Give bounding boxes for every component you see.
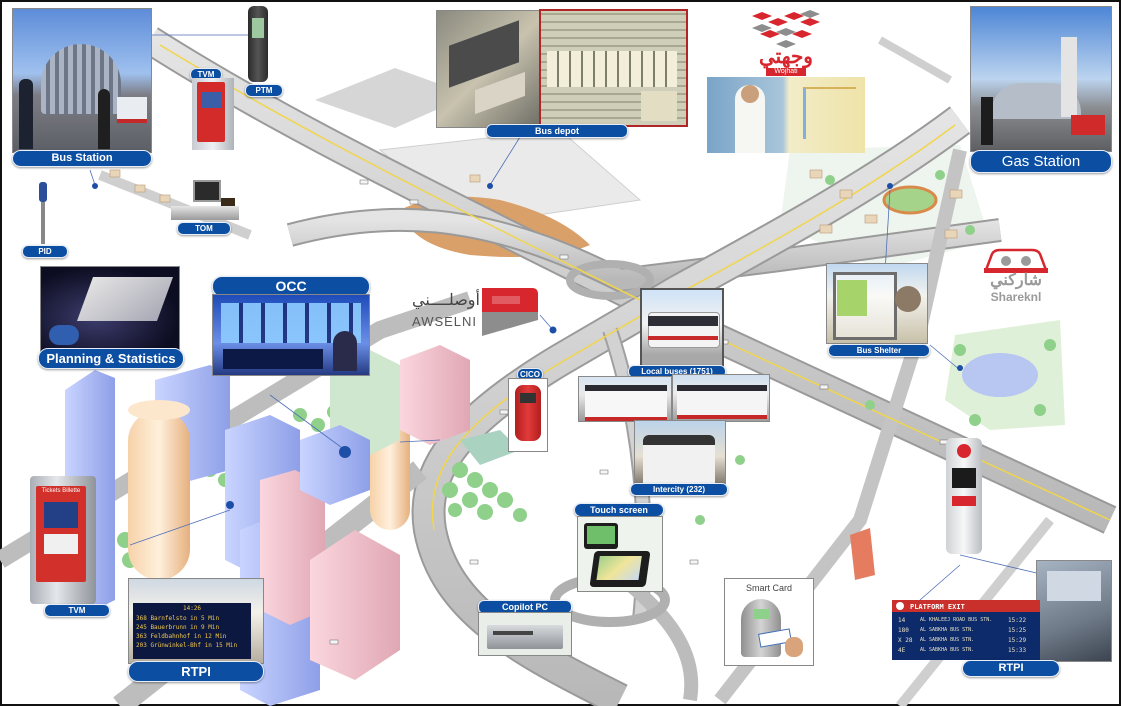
rtpi-right-dest: AL SABKHA BUS STN. (920, 637, 975, 643)
buildings (65, 345, 875, 706)
planning-statistics-photo (40, 266, 180, 352)
rtpi-right-dest: AL SABKHA BUS STN. (920, 627, 975, 633)
bus-shelter-label: Bus Shelter (828, 344, 930, 357)
bus-depot-plan-photo (539, 9, 688, 127)
rtpi-right-route: X 28 (898, 637, 913, 644)
leader-lines (89, 34, 1046, 601)
smart-card-photo: Smart Card (724, 578, 814, 666)
wojhati-logo: وجهتي Wojhati (742, 8, 830, 76)
rtpi-station-photo (1036, 560, 1112, 662)
rtpi-left-row: 245 Bauerbrunn in 9 Min (136, 624, 220, 631)
smart-card-title: Smart Card (745, 583, 792, 593)
rtpi-left-board: 14:26 368 Barnfelsto in 5 Min 245 Bauerb… (133, 603, 251, 659)
intercity-bus-photo (634, 420, 726, 486)
occ-control-room-photo (212, 294, 370, 376)
local-bus-photo (640, 288, 724, 368)
shareknl-logo: شاركني Shareknl (980, 246, 1052, 306)
rtpi-right-board-header: PLATFORM EXIT (910, 603, 965, 611)
articulated-bus-photo-1 (578, 376, 672, 422)
shareknl-arabic-text: شاركني (990, 272, 1042, 289)
vehicles (219, 179, 949, 645)
rtpi-right-label: RTPI (962, 660, 1060, 677)
bus-station-photo (12, 8, 152, 153)
shareknl-latin-text: Shareknl (990, 290, 1042, 304)
rtpi-left-row: 363 Feldbahnhof in 12 Min (136, 633, 227, 640)
wojhati-latin-text: Wojhati (766, 68, 806, 76)
rtpi-left-row: 203 Grünwinkel-Bhf in 15 Min (136, 642, 238, 649)
occ-label: OCC (212, 276, 370, 297)
rtpi-totem-photo (946, 438, 982, 554)
rtpi-right-dest: AL SABKHA BUS STN. (920, 647, 975, 653)
rtpi-right-dest: AL KHALEEJ ROAD BUS STN. (920, 617, 993, 623)
pid-label: PID (22, 245, 68, 258)
ptm-device-photo (248, 6, 268, 82)
tvm-panel-title: Tickets Billette (41, 488, 81, 494)
awselni-arabic-text: أوصلــــني (412, 292, 480, 309)
wojhati-logo-mark (752, 10, 820, 48)
touch-screen-label: Touch screen (574, 503, 664, 517)
track-field (882, 185, 938, 215)
shareknl-logo-mark (984, 248, 1048, 273)
rtpi-left-row: 368 Barnfelsto in 5 Min (136, 615, 220, 622)
touch-screen-photo (577, 516, 663, 592)
intercity-label: Intercity (232) (630, 483, 728, 496)
rtpi-left-board-header: 14:26 (182, 605, 202, 612)
cico-validator-photo (508, 378, 548, 452)
rtpi-right-time: 15:33 (1008, 647, 1027, 654)
bus-shelter-photo (826, 263, 928, 344)
tvm-machine-photo: Tickets Billette (30, 476, 96, 604)
gas-station-label: Gas Station (970, 150, 1112, 173)
tvm-bottom-label: TVM (44, 604, 110, 617)
awselni-latin-text: AWSELNI (412, 314, 478, 329)
articulated-bus-photo-2 (672, 374, 770, 422)
copilot-pc-photo (478, 612, 572, 656)
awselni-logo-mark (482, 288, 538, 336)
journey-planner-photo (707, 77, 865, 153)
gas-station-photo (970, 6, 1112, 152)
houses (109, 169, 963, 239)
rtpi-left-photo: 14:26 368 Barnfelsto in 5 Min 245 Bauerb… (128, 578, 264, 664)
rtpi-left-label: RTPI (128, 661, 264, 682)
awselni-logo: أوصلــــني AWSELNI (412, 282, 542, 340)
parking-lot (315, 68, 470, 128)
bus-depot-aerial-photo (436, 10, 542, 128)
location-markers (92, 183, 963, 509)
bus-station-label: Bus Station (12, 150, 152, 167)
tom-label: TOM (177, 222, 231, 235)
planning-statistics-label: Planning & Statistics (38, 348, 184, 369)
rtpi-right-board: PLATFORM EXIT 14 AL KHALEEJ ROAD BUS STN… (892, 600, 1040, 660)
lake (962, 353, 1038, 397)
pid-kiosk-photo (36, 182, 50, 244)
rtpi-right-time: 15:29 (1008, 637, 1027, 644)
rtpi-right-time: 15:25 (1008, 627, 1027, 634)
rtpi-right-time: 15:22 (1008, 617, 1027, 624)
bus-depot-label: Bus depot (486, 124, 628, 138)
rtpi-right-route: 4E (898, 647, 906, 654)
rtpi-right-route: 14 (898, 617, 906, 624)
trees (117, 170, 1056, 568)
tvm-top-photo (192, 78, 234, 150)
wojhati-arabic-text: وجهتي (759, 46, 813, 68)
tom-terminal-photo (171, 178, 239, 220)
ptm-label: PTM (245, 84, 283, 97)
rtpi-right-route: 180 (898, 627, 909, 634)
